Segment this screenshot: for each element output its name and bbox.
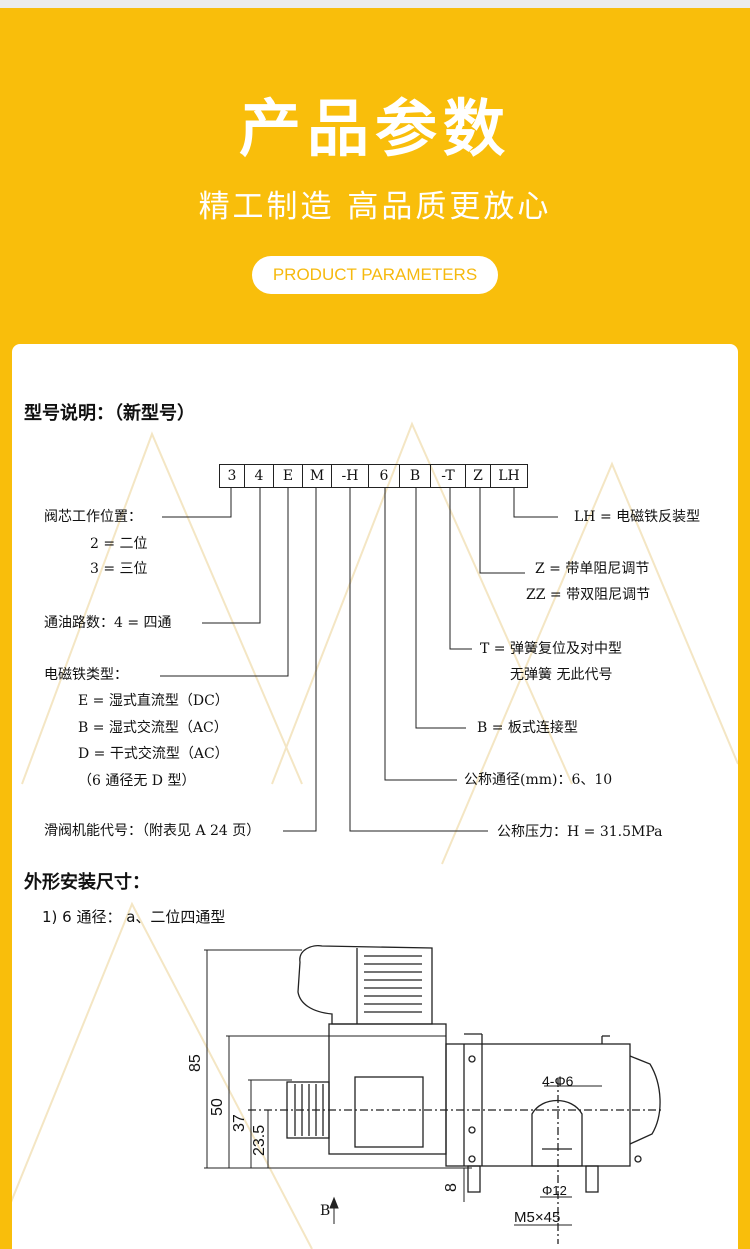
code-cell: LH — [498, 468, 520, 484]
model-code-box: 3 4 E M -H 6 B -T Z LH — [219, 464, 528, 488]
dim-50: 50 — [209, 1098, 226, 1116]
size-text: 公称通径(mm)：6、10 — [464, 772, 613, 788]
ports-text: 通油路数：4 = 四通 — [44, 615, 172, 631]
code-cell: 4 — [245, 465, 274, 487]
solenoid-d: D = 干式交流型（AC） — [78, 746, 229, 762]
t-text: T = 弹簧复位及对中型 — [480, 641, 622, 657]
code-cell: -H — [332, 465, 369, 487]
spool-3: 3 = 三位 — [90, 561, 148, 577]
code-cell: 3 — [220, 465, 245, 487]
page-subtitle: 精工制造 高品质更放心 — [198, 189, 552, 225]
solenoid-b: B = 湿式交流型（AC） — [78, 720, 228, 736]
code-cell: Z — [466, 465, 491, 487]
diagram-lines — [12, 421, 738, 1249]
dim-holes: 4-Φ6 — [542, 1073, 574, 1089]
product-parameters-badge: PRODUCT PARAMETERS — [252, 256, 498, 294]
solenoid-note: （6 通径无 D 型） — [78, 773, 196, 789]
dimensions-subheading: 1) 6 通径： a、二位四通型 — [42, 908, 226, 926]
dim-37: 37 — [231, 1114, 248, 1132]
dim-phi12: Φ12 — [542, 1183, 567, 1198]
top-strip — [0, 0, 750, 8]
t2-text: 无弹簧 无此代号 — [510, 667, 613, 683]
dim-8: 8 — [443, 1183, 460, 1192]
lh-text: LH = 电磁铁反装型 — [574, 509, 701, 525]
dim-85: 85 — [187, 1054, 204, 1072]
dimensions-heading: 外形安装尺寸： — [24, 872, 150, 893]
code-cell: B — [400, 465, 431, 487]
dim-m5: M5×45 — [514, 1209, 561, 1226]
page-title: 产品参数 — [238, 92, 511, 165]
zz-text: ZZ = 带双阻尼调节 — [526, 587, 651, 603]
parameters-card: 型号说明：（新型号） 3 4 E M -H 6 B -T Z LH 阀芯工作位置… — [12, 344, 738, 1249]
solenoid-label: 电磁铁类型： — [44, 667, 128, 683]
code-cell: 6 — [369, 465, 400, 487]
model-heading: 型号说明：（新型号） — [24, 403, 195, 424]
pressure-text: 公称压力：H = 31.5MPa — [497, 824, 663, 840]
function-text: 滑阀机能代号：（附表见 A 24 页） — [44, 823, 261, 839]
dim-23-5: 23.5 — [251, 1124, 268, 1156]
code-cell: -T — [431, 465, 466, 487]
b-text: B = 板式连接型 — [477, 720, 578, 736]
view-b-label: B — [320, 1203, 331, 1219]
spool-2: 2 = 二位 — [90, 536, 148, 552]
z-text: Z = 带单阻尼调节 — [535, 561, 650, 577]
code-cell: E — [274, 465, 303, 487]
code-cell: M — [303, 465, 332, 487]
solenoid-e: E = 湿式直流型（DC） — [78, 693, 229, 709]
spool-label: 阀芯工作位置： — [44, 509, 142, 525]
